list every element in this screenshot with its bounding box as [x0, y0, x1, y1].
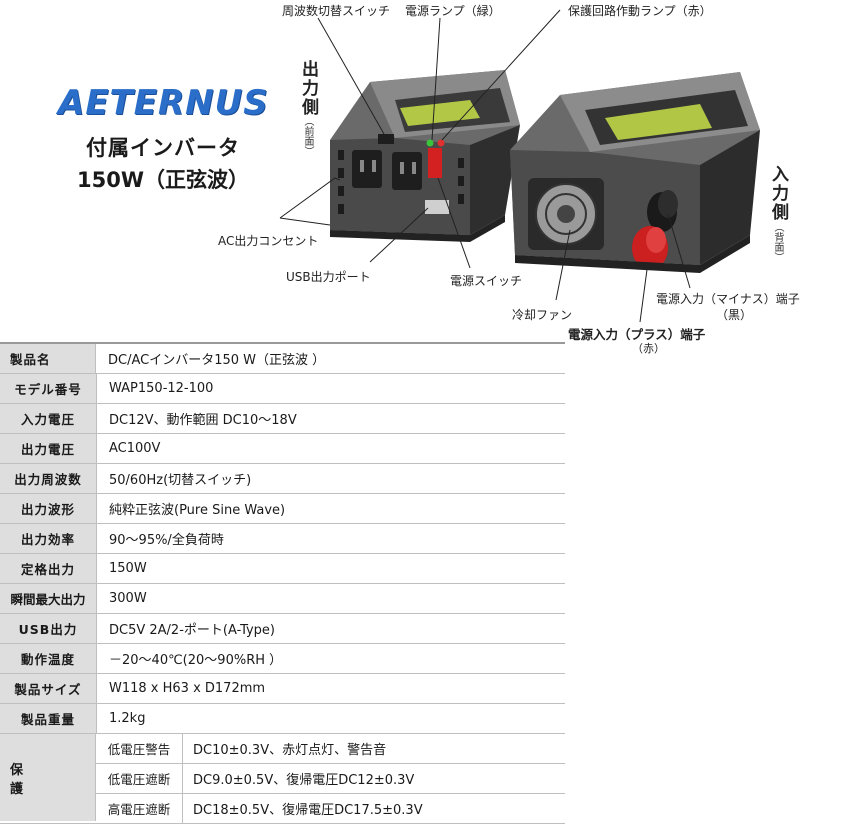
minus-color-callout: （黒）: [716, 308, 753, 322]
table-row: 製品サイズ W118 x H63 x D172mm: [0, 674, 565, 704]
spec-label: 出力波形: [0, 494, 97, 523]
table-row: 低電圧遮断 DC9.0±0.5V、復帰電圧DC12±0.3V: [96, 764, 565, 794]
spec-table: 製品名 DC/ACインバータ150 W（正弦波 ） モデル番号 WAP150-1…: [0, 342, 565, 824]
power-lamp-part: [426, 139, 434, 147]
table-row: 定格出力 150W: [0, 554, 565, 584]
spec-label: 瞬間最大出力: [0, 584, 97, 613]
protection-subrows: 低電圧警告 DC10±0.3V、赤灯点灯、警告音 低電圧遮断 DC9.0±0.5…: [96, 734, 565, 823]
freq-switch-callout: 周波数切替スイッチ: [282, 4, 391, 18]
protection-item-label: 高電圧遮断: [96, 794, 183, 823]
protect-lamp-callout: 保護回路作動ランプ（赤）: [568, 4, 712, 18]
input-side-sub: （背面）: [772, 222, 783, 262]
spec-value: WAP150-12-100: [109, 381, 214, 396]
protection-label-text: 保護: [10, 762, 60, 797]
spec-value: 90～95%/全負荷時: [109, 533, 224, 548]
spec-value: 純粋正弦波(Pure Sine Wave): [109, 503, 286, 518]
rear-unit: [510, 72, 760, 273]
table-row: 入力電圧 DC12V、動作範囲 DC10～18V: [0, 404, 565, 434]
protection-item-value: DC18±0.5V、復帰電圧DC17.5±0.3V: [193, 803, 423, 818]
table-row: 低電圧警告 DC10±0.3V、赤灯点灯、警告音: [96, 734, 565, 764]
table-row: 出力電圧 AC100V: [0, 434, 565, 464]
product-photo: 周波数切替スイッチ 電源ランプ（緑） 保護回路作動ランプ（赤） AC出力コンセン…: [0, 0, 850, 355]
table-row: 出力効率 90～95%/全負荷時: [0, 524, 565, 554]
spec-value: 300W: [109, 591, 147, 606]
protection-item-label: 低電圧遮断: [96, 764, 183, 793]
table-row: モデル番号 WAP150-12-100: [0, 374, 565, 404]
minus-terminal-callout: 電源入力（マイナス）端子: [656, 292, 800, 306]
spec-value: 150W: [109, 561, 147, 576]
protection-item-value: DC9.0±0.5V、復帰電圧DC12±0.3V: [193, 773, 415, 788]
table-row: 出力波形 純粋正弦波(Pure Sine Wave): [0, 494, 565, 524]
spec-value: DC5V 2A/2-ポート(A-Type): [109, 623, 275, 638]
cooling-fan-callout: 冷却ファン: [512, 308, 573, 322]
ac-outlet-1: [352, 150, 382, 188]
spec-label: USB出力: [0, 614, 97, 643]
table-row: USB出力 DC5V 2A/2-ポート(A-Type): [0, 614, 565, 644]
protect-lamp-part: [437, 139, 445, 147]
spec-value: 50/60Hz(切替スイッチ): [109, 473, 252, 488]
spec-value: AC100V: [109, 441, 161, 456]
ac-outlet-callout: AC出力コンセント: [218, 234, 319, 248]
spec-value: W118 x H63 x D172mm: [109, 681, 266, 696]
table-row: 出力周波数 50/60Hz(切替スイッチ): [0, 464, 565, 494]
spec-label: モデル番号: [0, 374, 97, 403]
input-side-label: 入力側: [768, 165, 788, 222]
spec-value: 1.2kg: [109, 711, 146, 726]
spec-label: 入力電圧: [0, 404, 97, 433]
plus-color-callout: （赤）: [632, 342, 665, 355]
spec-label: 製品名: [0, 344, 96, 373]
power-switch-part: [428, 148, 442, 178]
spec-label: 製品サイズ: [0, 674, 97, 703]
inverter-illustration: [279, 9, 760, 323]
power-switch-callout: 電源スイッチ: [450, 274, 523, 288]
table-row: 製品名 DC/ACインバータ150 W（正弦波 ）: [0, 342, 565, 374]
spec-label: 出力電圧: [0, 434, 97, 463]
usb-port-callout: USB出力ポート: [286, 270, 371, 284]
spec-label: 製品重量: [0, 704, 97, 733]
table-row: 製品重量 1.2kg: [0, 704, 565, 734]
leader-lines: [279, 9, 691, 323]
protection-label: 保護: [0, 734, 96, 821]
usb-port-part: [425, 200, 449, 214]
spec-value: －20～40℃(20～90%RH ）: [109, 653, 283, 668]
protection-item-label: 低電圧警告: [96, 734, 183, 763]
plus-terminal-callout: 電源入力（プラス）端子: [568, 327, 706, 342]
spec-label: 動作温度: [0, 644, 97, 673]
output-side-sub: （前面）: [302, 116, 313, 156]
power-lamp-callout: 電源ランプ（緑）: [405, 4, 501, 18]
power-rating: 150W（正弦波）: [77, 168, 249, 192]
freq-switch-part: [378, 134, 394, 144]
protection-row: 保護 低電圧警告 DC10±0.3V、赤灯点灯、警告音 低電圧遮断 DC9.0±…: [0, 734, 565, 824]
spec-label: 定格出力: [0, 554, 97, 583]
spec-label: 出力効率: [0, 524, 97, 553]
ac-outlet-2: [392, 152, 422, 190]
page-title: 付属インバータ: [86, 136, 240, 160]
table-row: 瞬間最大出力 300W: [0, 584, 565, 614]
front-unit: [330, 70, 520, 242]
table-row: 動作温度 －20～40℃(20～90%RH ）: [0, 644, 565, 674]
spec-value: DC/ACインバータ150 W（正弦波 ）: [108, 353, 326, 368]
spec-label: 出力周波数: [0, 464, 97, 493]
output-side-label: 出力側: [298, 60, 318, 117]
table-row: 高電圧遮断 DC18±0.5V、復帰電圧DC17.5±0.3V: [96, 794, 565, 823]
brand-logo: AETERNUS: [58, 83, 269, 123]
spec-value: DC12V、動作範囲 DC10～18V: [109, 413, 297, 428]
brand-block: AETERNUS 付属インバータ 150W（正弦波）: [58, 86, 268, 194]
protection-item-value: DC10±0.3V、赤灯点灯、警告音: [193, 743, 387, 758]
